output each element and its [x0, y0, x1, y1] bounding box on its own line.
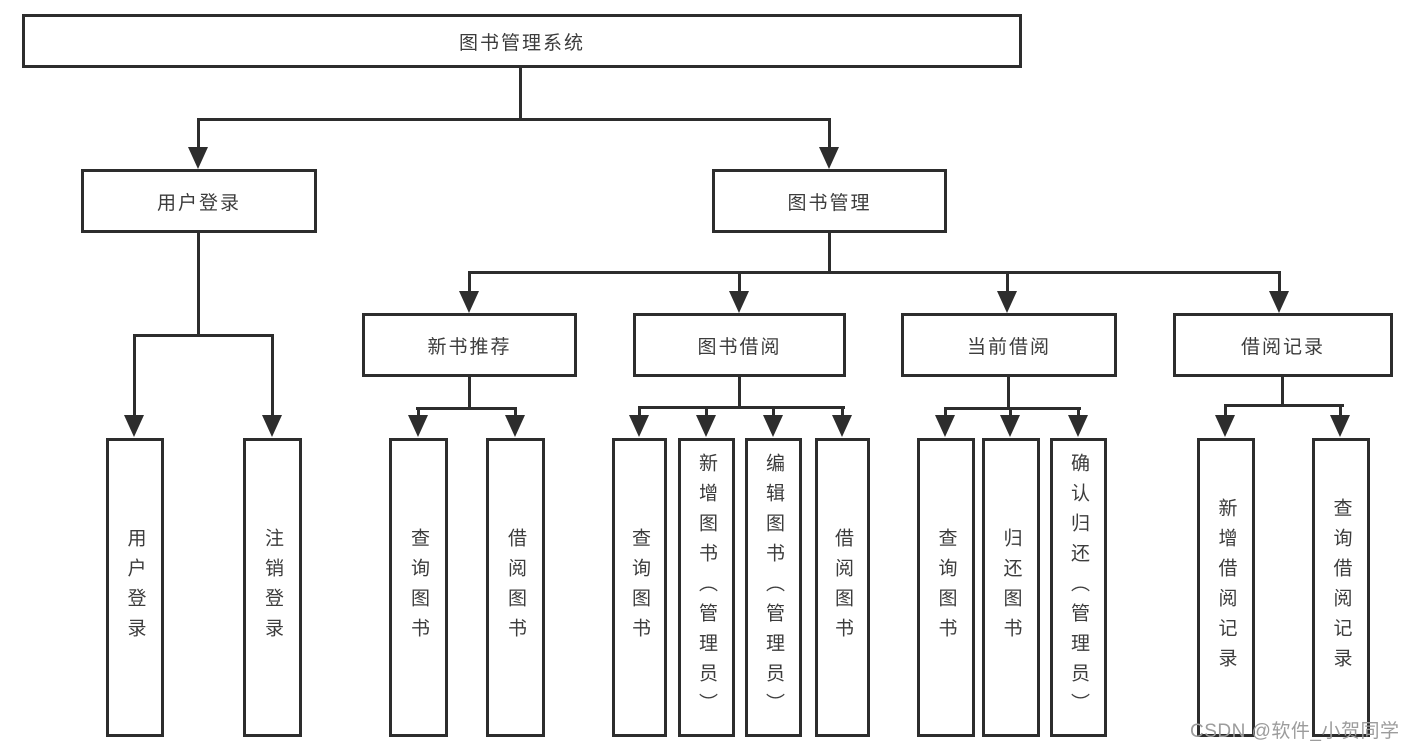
leaf-return-book: 归还图书 — [982, 438, 1040, 737]
arrow-down-icon — [1330, 415, 1350, 437]
connector-line — [1224, 407, 1227, 418]
watermark: CSDN @软件_小贺同学 — [1190, 721, 1400, 742]
leaf-query-book-1: 查询图书 — [389, 438, 448, 737]
connector-line — [197, 118, 831, 121]
arrow-down-icon — [1068, 415, 1088, 437]
connector-line — [1281, 377, 1284, 407]
connector-line — [1006, 274, 1009, 293]
arrow-down-icon — [262, 415, 282, 437]
leaf-query-borrow-record: 查询借阅记录 — [1312, 438, 1370, 737]
arrow-down-icon — [832, 415, 852, 437]
connector-line — [1009, 410, 1012, 418]
connector-line — [468, 377, 471, 410]
leaf-borrow-book-2: 借阅图书 — [815, 438, 870, 737]
connector-line — [638, 406, 845, 409]
arrow-down-icon — [763, 415, 783, 437]
leaf-query-book-3: 查询图书 — [917, 438, 975, 737]
connector-line — [197, 121, 200, 150]
connector-line — [1224, 404, 1344, 407]
node-user-login: 用户登录 — [81, 169, 317, 233]
connector-line — [417, 410, 420, 418]
arrow-down-icon — [188, 147, 208, 169]
connector-line — [468, 271, 1281, 274]
connector-line — [468, 274, 471, 293]
connector-line — [944, 407, 1081, 410]
leaf-user-login: 用户登录 — [106, 438, 164, 737]
leaf-confirm-return-admin: 确认归还（管理员） — [1050, 438, 1107, 737]
arrow-down-icon — [997, 291, 1017, 313]
arrow-down-icon — [1269, 291, 1289, 313]
node-current-borrowing: 当前借阅 — [901, 313, 1117, 377]
connector-line — [271, 337, 274, 417]
node-book-borrowing: 图书借阅 — [633, 313, 846, 377]
arrow-down-icon — [696, 415, 716, 437]
arrow-down-icon — [505, 415, 525, 437]
arrow-down-icon — [124, 415, 144, 437]
arrow-down-icon — [629, 415, 649, 437]
arrow-down-icon — [459, 291, 479, 313]
arrow-down-icon — [1000, 415, 1020, 437]
connector-line — [519, 68, 522, 120]
leaf-borrow-book-1: 借阅图书 — [486, 438, 545, 737]
node-root: 图书管理系统 — [22, 14, 1022, 68]
connector-line — [772, 409, 775, 418]
connector-line — [133, 337, 136, 417]
node-borrowing-records: 借阅记录 — [1173, 313, 1393, 377]
connector-line — [638, 409, 641, 418]
leaf-logout: 注销登录 — [243, 438, 302, 737]
connector-line — [416, 407, 517, 410]
connector-line — [1007, 377, 1010, 410]
connector-line — [841, 409, 844, 418]
leaf-add-book-admin: 新增图书（管理员） — [678, 438, 735, 737]
connector-line — [944, 410, 947, 418]
connector-line — [1278, 274, 1281, 293]
leaf-edit-book-admin: 编辑图书（管理员） — [745, 438, 802, 737]
node-book-management: 图书管理 — [712, 169, 947, 233]
connector-line — [738, 377, 741, 407]
connector-line — [1339, 407, 1342, 418]
leaf-query-book-2: 查询图书 — [612, 438, 667, 737]
arrow-down-icon — [1215, 415, 1235, 437]
connector-line — [828, 233, 831, 273]
node-new-book-recommend: 新书推荐 — [362, 313, 577, 377]
arrow-down-icon — [408, 415, 428, 437]
arrow-down-icon — [935, 415, 955, 437]
connector-line — [705, 409, 708, 418]
connector-line — [1077, 410, 1080, 418]
arrow-down-icon — [819, 147, 839, 169]
connector-line — [514, 410, 517, 418]
connector-line — [828, 121, 831, 150]
connector-line — [738, 274, 741, 293]
connector-line — [133, 334, 274, 337]
arrow-down-icon — [729, 291, 749, 313]
connector-line — [197, 233, 200, 336]
leaf-add-borrow-record: 新增借阅记录 — [1197, 438, 1255, 737]
